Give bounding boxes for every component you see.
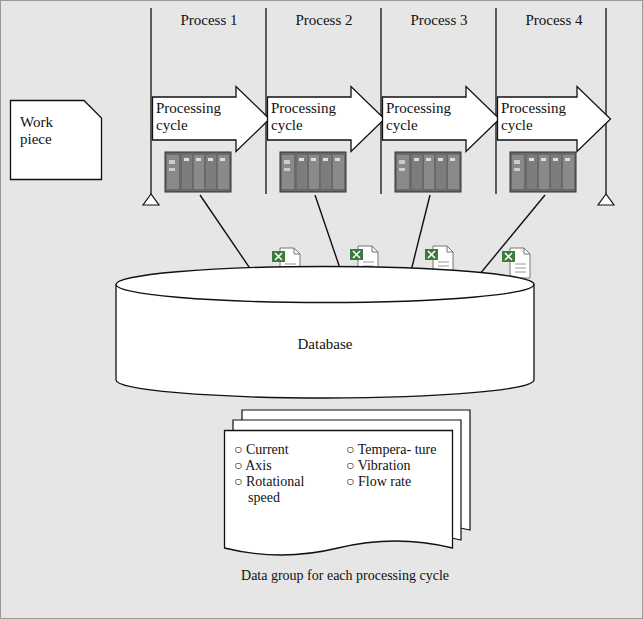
process-label: Processing cycle: [156, 100, 234, 133]
process-heading: Process 3: [382, 12, 496, 29]
process-arrow: Processing cycle: [497, 86, 611, 152]
workpiece-label: Work piece: [20, 114, 82, 147]
process-heading: Process 4: [497, 12, 611, 29]
cylinder-top: [116, 267, 534, 303]
item-column: ○ Tempera- ture○ Vibration○ Flow rate: [346, 442, 438, 490]
cyl-outline: [115, 266, 535, 398]
data-item: ○ Tempera- ture: [346, 442, 438, 458]
process-arrow: Processing cycle: [382, 86, 500, 152]
data-item: ○ Rotational speed: [234, 474, 338, 506]
figure-caption: Data group for each processing cycle: [150, 568, 540, 583]
workpiece-tag: Work piece: [10, 100, 102, 180]
arrow-path: [498, 87, 611, 152]
arrow-path: [153, 87, 270, 152]
process-heading: Process 2: [267, 12, 381, 29]
process-heading: Process 1: [152, 12, 266, 29]
arrow-path: [383, 87, 500, 152]
data-item: ○ Current: [234, 442, 338, 458]
process-label: Processing cycle: [386, 100, 464, 133]
data-item: ○ Vibration: [346, 458, 438, 474]
database-label: Database: [115, 336, 535, 353]
data-item: ○ Axis: [234, 458, 338, 474]
doc-path: [225, 431, 453, 556]
process-arrow: Processing cycle: [152, 86, 270, 152]
process-label: Processing cycle: [501, 100, 579, 133]
database-cylinder: Database: [115, 266, 535, 398]
item-column: ○ Current○ Axis○ Rotational speed: [234, 442, 338, 506]
arrow-path: [268, 87, 385, 152]
process-label: Processing cycle: [271, 100, 349, 133]
flag-path: [11, 101, 102, 180]
data-item: ○ Flow rate: [346, 474, 438, 490]
data-sheet: ○ Current○ Axis○ Rotational speed○ Tempe…: [224, 430, 453, 560]
process-arrow: Processing cycle: [267, 86, 385, 152]
